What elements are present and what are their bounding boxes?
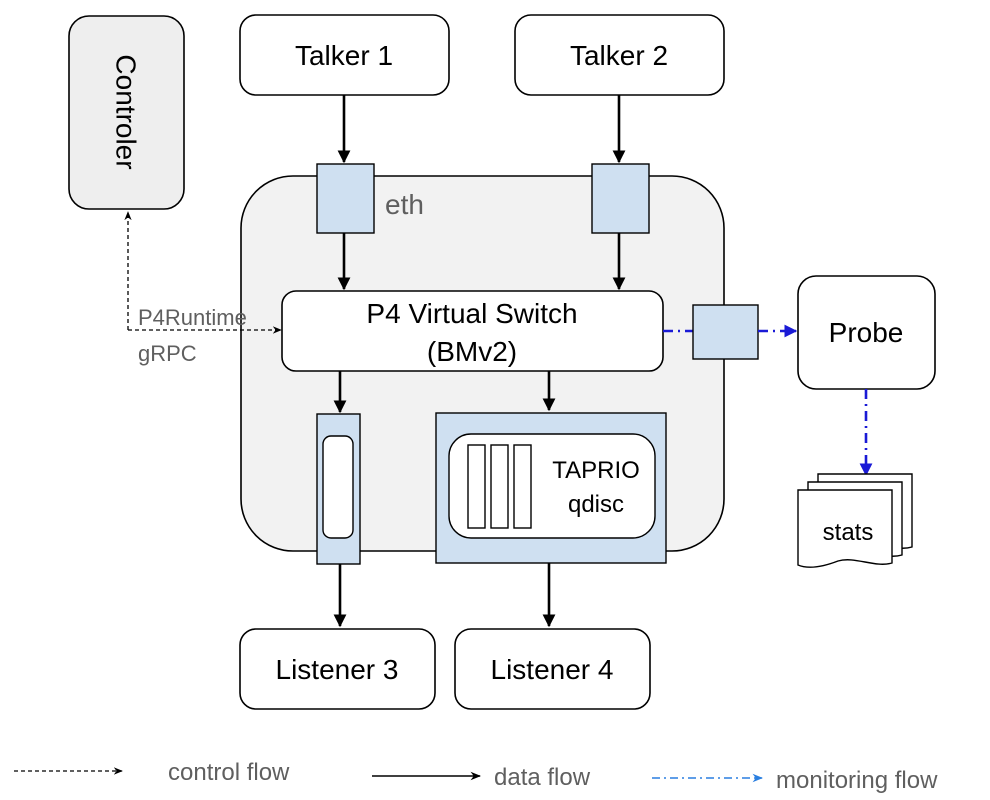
controller-node [68, 15, 185, 210]
talker-2-label: Talker 2 [570, 40, 668, 71]
p4runtime-label: P4Runtime [138, 305, 247, 330]
listener-3-label: Listener 3 [276, 654, 399, 685]
controller-label: Controler [111, 54, 142, 169]
probe-label: Probe [829, 317, 904, 348]
ingress-port-2 [591, 163, 650, 234]
mirror-port [692, 304, 759, 360]
legend-monitoring-label: monitoring flow [776, 767, 938, 794]
taprio-queue-2 [490, 444, 509, 529]
p4-switch-label-line2: (BMv2) [427, 336, 517, 367]
taprio-label-line1: TAPRIO [552, 457, 640, 484]
talker-1-label: Talker 1 [295, 40, 393, 71]
taprio-label-line2: qdisc [568, 491, 624, 518]
p4-switch-label-line1: P4 Virtual Switch [366, 298, 577, 329]
taprio-queue-1 [467, 444, 486, 529]
ingress-port-1 [316, 163, 375, 234]
egress-queue-3 [322, 435, 354, 539]
host-label: eth [385, 189, 424, 220]
legend-control-label: control flow [168, 759, 290, 786]
taprio-queue-3 [513, 444, 532, 529]
listener-4-label: Listener 4 [491, 654, 614, 685]
listener-3-node [239, 628, 436, 710]
grpc-label: gRPC [138, 341, 197, 366]
legend-data-label: data flow [494, 764, 591, 791]
stats-label: stats [823, 519, 874, 546]
stats-doc-front [797, 489, 893, 568]
listener-4-node [454, 628, 651, 710]
